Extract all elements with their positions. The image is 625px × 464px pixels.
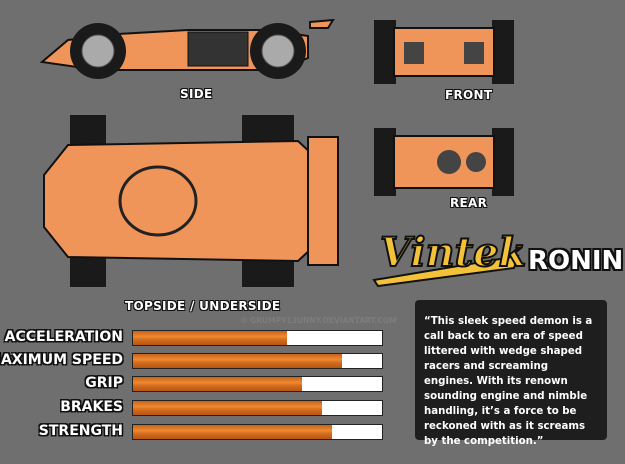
stat-bar-grip <box>132 376 383 392</box>
stat-fill <box>133 354 343 368</box>
stat-bar-acceleration <box>132 330 383 346</box>
stat-fill <box>133 425 333 439</box>
stat-label-max-speed: MAXIMUM SPEED <box>0 352 123 368</box>
description-box: “This sleek speed demon is a call back t… <box>415 300 607 447</box>
stat-bar-brakes <box>132 400 383 416</box>
stat-fill <box>133 331 288 345</box>
car-top-view <box>43 115 339 287</box>
vintek-logo: Vintek <box>372 228 526 288</box>
car-rear-view <box>374 128 514 196</box>
stat-label-grip: GRIP <box>85 375 123 391</box>
stat-label-acceleration: ACCELERATION <box>4 329 123 345</box>
car-front-view <box>374 20 514 84</box>
rear-label: REAR <box>450 196 488 210</box>
stat-fill <box>133 401 323 415</box>
front-label: FRONT <box>445 88 493 102</box>
stat-bar-max-speed <box>132 353 383 369</box>
stat-fill <box>133 377 303 391</box>
stat-bar-strength <box>132 424 383 440</box>
top-label: TOPSIDE / UNDERSIDE <box>125 299 281 313</box>
side-label: SIDE <box>180 87 213 101</box>
watermark: © GRUMPY13UNNY.DEVIANTART.COM <box>240 316 397 325</box>
svg-text:Vintek: Vintek <box>380 229 526 276</box>
stat-label-strength: STRENGTH <box>38 423 123 439</box>
car-side-view <box>39 18 335 79</box>
stat-label-brakes: BRAKES <box>60 399 123 415</box>
model-name: RONIN <box>528 246 624 276</box>
